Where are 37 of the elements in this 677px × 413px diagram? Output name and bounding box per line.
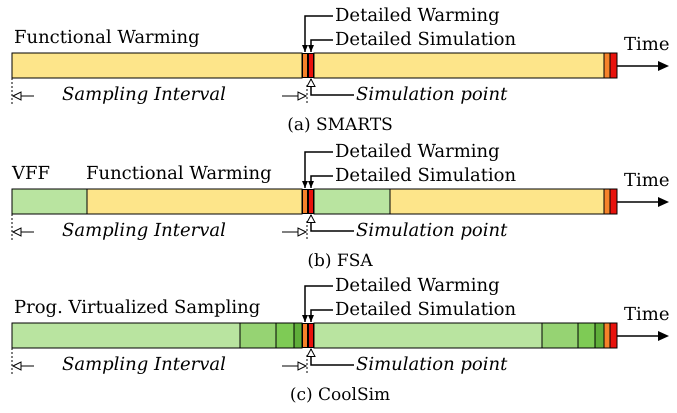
leader-line [302,15,333,52]
leader-line [308,175,333,188]
callout-label: Simulation point [356,220,508,242]
bar-segment [302,189,308,214]
callout-label: Detailed Warming [335,275,500,297]
dimension-label: Sampling Interval [62,220,226,242]
callout-label: Simulation point [356,84,508,106]
leader-line [302,285,333,322]
segment-label: Prog. Virtualized Sampling [14,297,260,319]
leader-line [306,348,354,366]
bar-segment [308,189,314,214]
callout-label: Simulation point [356,354,508,376]
segment-label: Functional Warming [14,27,200,49]
axis-label: Time [624,34,670,56]
bar-segment [302,53,308,78]
dimension-label: Sampling Interval [62,354,226,376]
callout-label: Detailed Simulation [335,29,516,51]
segment-label: VFF [12,163,50,185]
bar-segment [308,323,314,348]
segment-label: Functional Warming [86,163,272,185]
leader-line [302,151,333,188]
caption: (c) CoolSim [290,384,390,406]
leader-line [306,78,354,96]
leader-line [308,39,333,52]
leader-line [306,214,354,232]
axis-label: Time [624,304,670,326]
callout-label: Detailed Warming [335,141,500,163]
dimension-label: Sampling Interval [62,84,226,106]
axis-label: Time [624,170,670,192]
callout-label: Detailed Simulation [335,299,516,321]
callout-label: Detailed Warming [335,5,500,27]
bar-segment [308,53,314,78]
callout-label: Detailed Simulation [335,165,516,187]
caption: (a) SMARTS [287,114,393,136]
caption: (b) FSA [307,250,373,272]
leader-line [308,309,333,322]
bar-segment [302,323,308,348]
